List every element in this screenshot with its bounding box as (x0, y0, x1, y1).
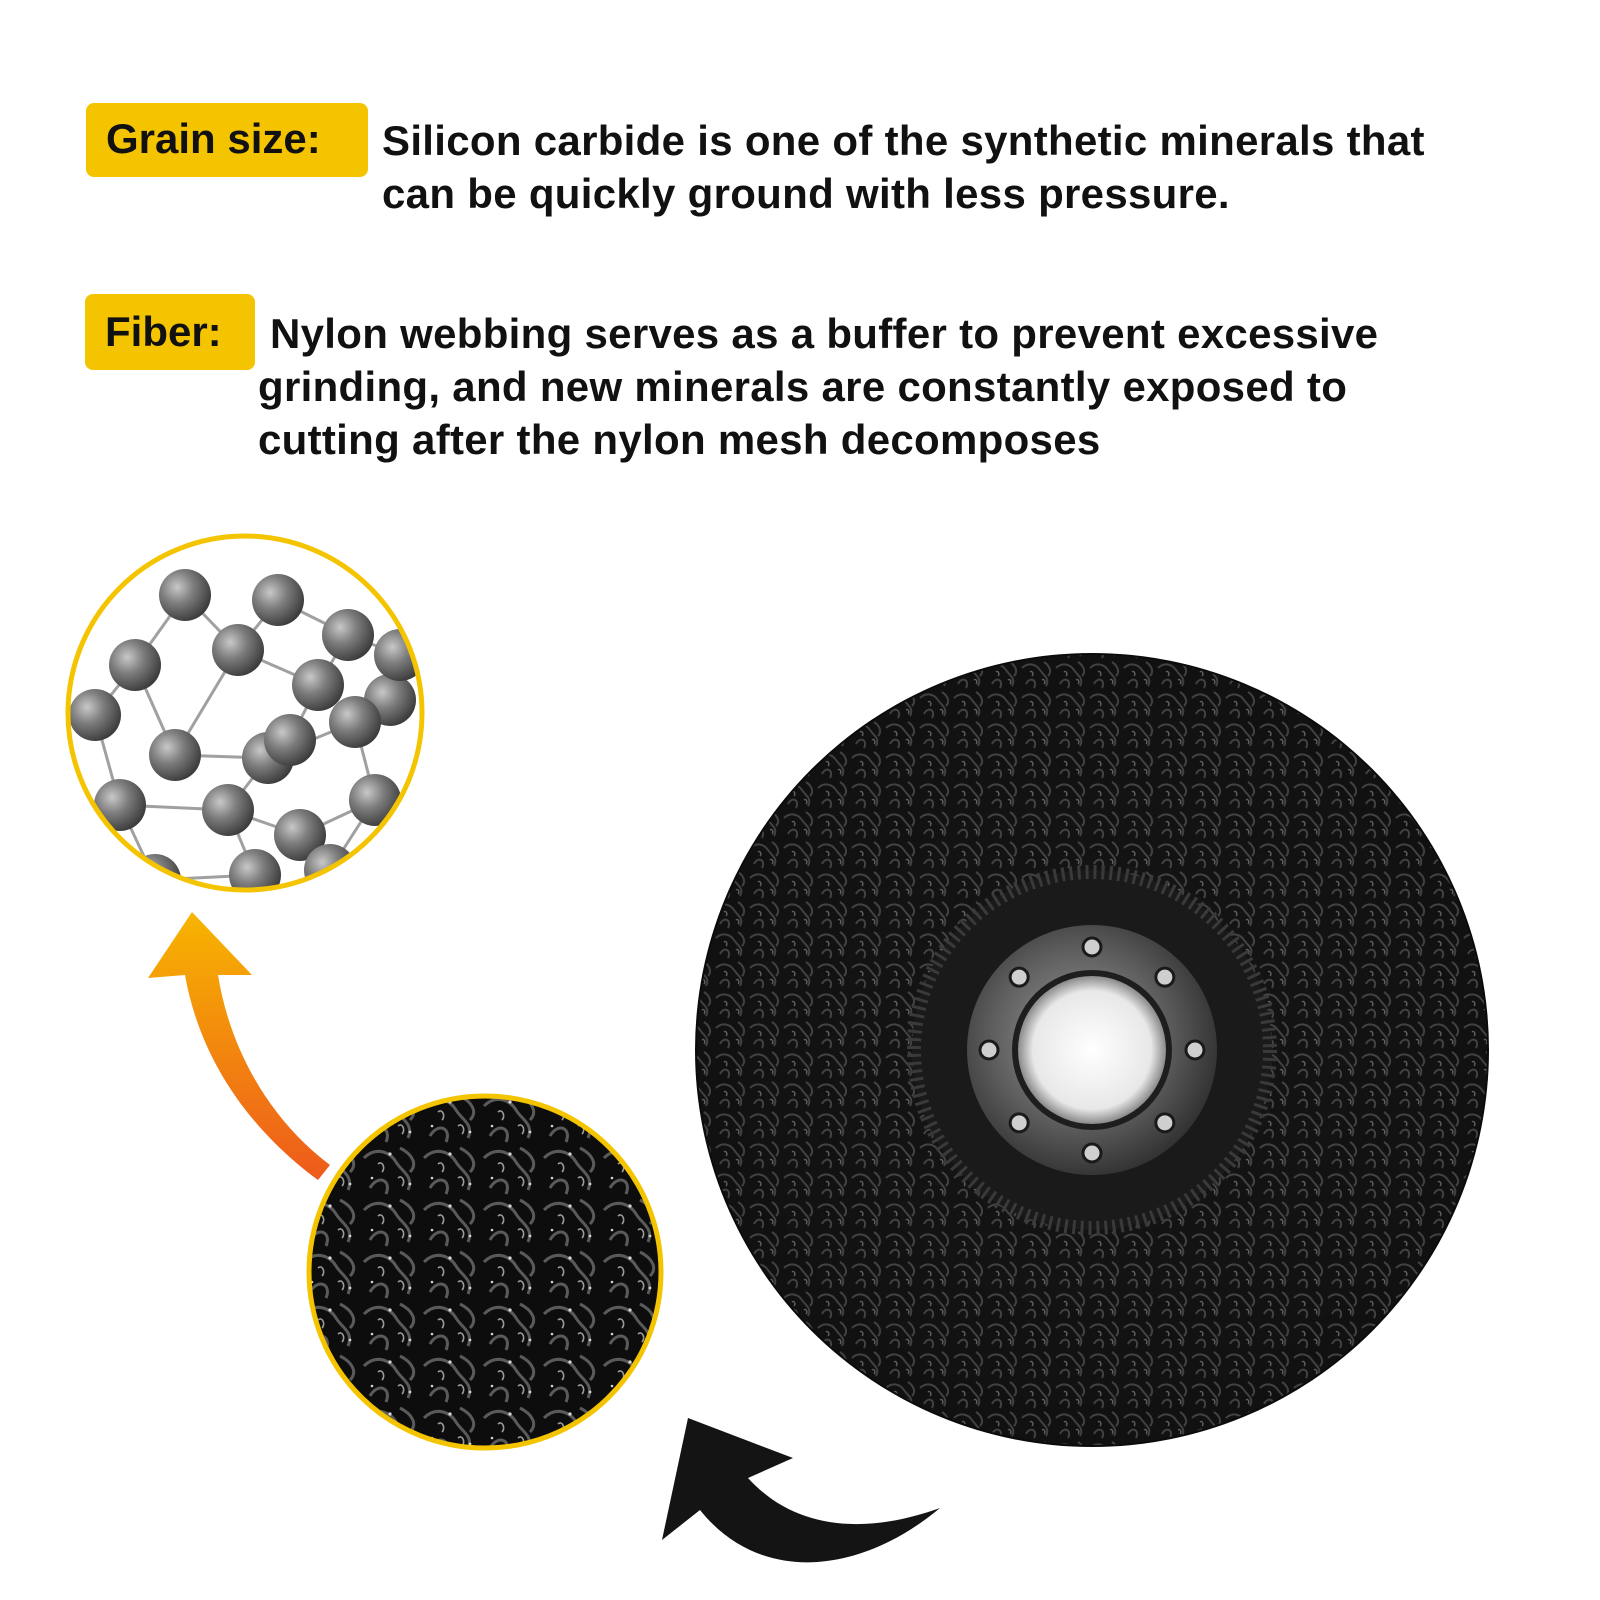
mesh-closeup-icon (306, 1093, 664, 1451)
grain-size-line-2: can be quickly ground with less pressure… (382, 170, 1230, 217)
molecule-atom (252, 574, 304, 626)
curved-arrow-up-icon (148, 912, 330, 1180)
fiber-badge: Fiber: (85, 294, 255, 370)
washer-rivet (1081, 936, 1103, 958)
molecule-atom (229, 849, 281, 890)
clean-strip-disc-icon (695, 653, 1489, 1447)
molecule-atom (94, 779, 146, 831)
fiber-line-2: grinding, and new minerals are constantl… (258, 363, 1348, 410)
molecule-atom (109, 639, 161, 691)
washer-rivet (1154, 966, 1176, 988)
molecule-atom (349, 774, 401, 826)
grain-size-line-1: Silicon carbide is one of the synthetic … (382, 117, 1425, 164)
curved-arrow-left-icon (662, 1418, 940, 1563)
fiber-line-1: Nylon webbing serves as a buffer to prev… (270, 310, 1379, 357)
washer-rivet (1008, 966, 1030, 988)
molecule-atom (329, 696, 381, 748)
fiber-description: Nylon webbing serves as a buffer to prev… (258, 307, 1378, 466)
molecule-atom (129, 854, 181, 890)
molecule-atom (322, 609, 374, 661)
molecule-atom (149, 729, 201, 781)
molecule-structure-icon (65, 533, 425, 893)
molecule-atom (274, 809, 326, 861)
washer-rivet (1184, 1039, 1206, 1061)
molecule-atom (212, 624, 264, 676)
grain-size-badge: Grain size: (86, 103, 368, 177)
fiber-label: Fiber: (105, 308, 222, 355)
molecule-atom (202, 784, 254, 836)
molecule-atom (159, 569, 211, 621)
washer-rivet (1154, 1112, 1176, 1134)
washer-rivet (978, 1039, 1000, 1061)
molecule-atom (264, 714, 316, 766)
molecule-atom (69, 689, 121, 741)
washer-rivet (1008, 1112, 1030, 1134)
grain-size-description: Silicon carbide is one of the synthetic … (382, 114, 1425, 220)
grain-size-label: Grain size: (106, 115, 321, 162)
molecule-atom (292, 659, 344, 711)
fiber-line-3: cutting after the nylon mesh decomposes (258, 416, 1101, 463)
washer-rivet (1081, 1142, 1103, 1164)
